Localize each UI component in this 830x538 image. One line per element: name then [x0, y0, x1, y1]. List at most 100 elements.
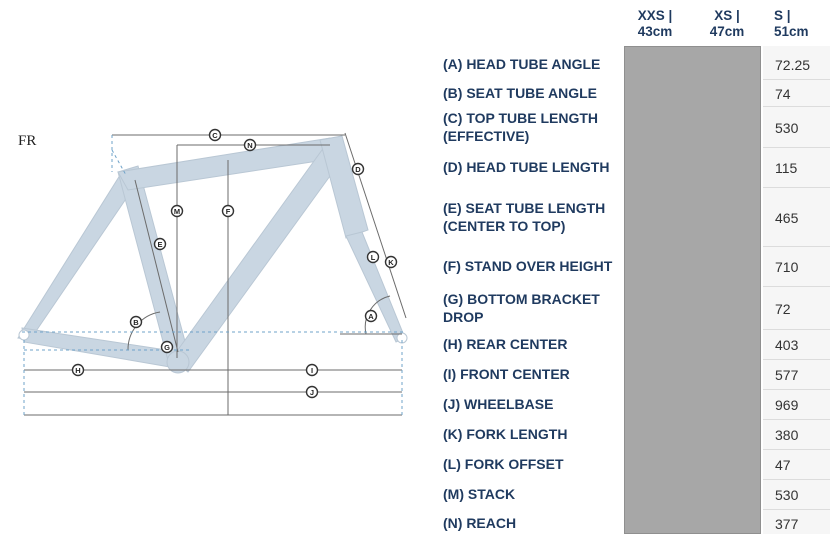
row-label: (A) HEAD TUBE ANGLE	[443, 56, 601, 72]
row-label: (B) SEAT TUBE ANGLE	[443, 84, 597, 101]
column-header-xs-cm: 47cm	[709, 24, 745, 39]
frame-drawing: A B C D E F G H I J K L M N	[17, 128, 408, 416]
row-label: (I) FRONT CENTER	[443, 366, 570, 382]
cell-size-s: 465	[775, 209, 799, 226]
marker-d: D	[351, 162, 365, 176]
row-label: (H) REAR CENTER	[443, 336, 568, 352]
row-label: (C) TOP TUBE LENGTH (EFFECTIVE)	[443, 109, 599, 144]
table-row: (A) HEAD TUBE ANGLE 72.25	[436, 50, 830, 80]
row-divider	[763, 479, 830, 480]
column-header-s: S | 51cm	[756, 8, 830, 40]
cell-size-s: 47	[775, 457, 791, 473]
row-divider	[763, 187, 830, 188]
marker-e: E	[153, 237, 167, 251]
marker-n: N	[243, 138, 257, 152]
marker-letter: H	[75, 366, 80, 375]
marker-f: F	[221, 204, 235, 218]
marker-letter: B	[133, 318, 139, 327]
marker-letter: C	[212, 131, 218, 140]
table-row: (H) REAR CENTER 403	[436, 329, 830, 360]
cell-size-s: 710	[775, 259, 799, 275]
marker-h: H	[71, 363, 85, 377]
marker-k: K	[384, 255, 398, 269]
table-row: (E) SEAT TUBE LENGTH (CENTER TO TOP) 465	[436, 187, 830, 247]
cell-size-s: 115	[775, 160, 798, 176]
row-label: (F) STAND OVER HEIGHT	[443, 258, 613, 274]
column-header-xxs: XXS | 43cm	[620, 8, 690, 40]
row-label: (K) FORK LENGTH	[443, 426, 568, 442]
cell-size-s: 530	[775, 119, 799, 136]
row-divider	[763, 389, 830, 390]
row-divider	[763, 286, 830, 287]
cell-size-s: 577	[775, 367, 799, 383]
marker-m: M	[170, 204, 184, 218]
marker-l: L	[366, 250, 380, 264]
marker-letter: E	[157, 240, 162, 249]
row-label: (G) BOTTOM BRACKET DROP	[443, 290, 600, 325]
table-row: (N) REACH 377	[436, 509, 830, 538]
cell-size-s: 969	[775, 397, 799, 413]
row-divider	[763, 509, 830, 510]
column-header-xs-size: XS |	[714, 8, 740, 23]
unavailable-sizes-block	[624, 46, 761, 534]
marker-letter: M	[174, 207, 180, 216]
marker-b: B	[129, 315, 143, 329]
marker-letter: K	[388, 258, 394, 267]
table-row: (I) FRONT CENTER 577	[436, 359, 830, 390]
dimension-markers: A B C D E F G H I J K L M N	[71, 128, 398, 399]
row-divider	[763, 329, 830, 330]
row-divider	[763, 246, 830, 247]
marker-g: G	[160, 340, 174, 354]
table-row: (F) STAND OVER HEIGHT 710	[436, 246, 830, 287]
column-header-xxs-size: XXS |	[637, 8, 673, 23]
row-divider	[763, 419, 830, 420]
row-label: (E) SEAT TUBE LENGTH (CENTER TO TOP)	[443, 199, 606, 234]
table-row: (C) TOP TUBE LENGTH (EFFECTIVE) 530	[436, 106, 830, 148]
row-divider	[763, 106, 830, 107]
column-header-xs: XS | 47cm	[692, 8, 762, 40]
table-row: (B) SEAT TUBE ANGLE 74	[436, 79, 830, 107]
marker-letter: G	[164, 343, 170, 352]
table-row: (J) WHEELBASE 969	[436, 389, 830, 420]
row-label: (M) STACK	[443, 486, 516, 502]
frame-label: FR	[18, 133, 37, 149]
row-divider	[763, 147, 830, 148]
cell-size-s: 72	[775, 300, 791, 317]
table-row: (G) BOTTOM BRACKET DROP 72	[436, 286, 830, 330]
cell-size-s: 380	[775, 427, 799, 443]
table-row: (K) FORK LENGTH 380	[436, 419, 830, 450]
column-header-s-cm: 51cm	[774, 24, 809, 39]
row-divider	[763, 359, 830, 360]
table-row: (M) STACK 530	[436, 479, 830, 510]
cell-size-s: 74	[775, 85, 791, 102]
marker-letter: D	[355, 165, 361, 174]
marker-j: J	[305, 385, 319, 399]
marker-i: I	[305, 363, 319, 377]
bike-frame	[17, 135, 408, 374]
dimension-lines	[24, 132, 407, 416]
row-label: (J) WHEELBASE	[443, 396, 554, 412]
cell-size-s: 403	[775, 337, 799, 353]
table-row: (D) HEAD TUBE LENGTH 115	[436, 147, 830, 188]
geometry-table: XXS | 43cm XS | 47cm S | 51cm (A) HEAD T…	[436, 0, 830, 538]
cell-size-s: 530	[775, 487, 799, 503]
frame-geometry-diagram: FR	[17, 128, 408, 416]
marker-letter: J	[310, 388, 314, 397]
s-column-background	[763, 46, 830, 534]
marker-c: C	[208, 128, 222, 142]
column-header-xxs-cm: 43cm	[637, 24, 673, 39]
row-label: (D) HEAD TUBE LENGTH	[443, 159, 610, 175]
cell-size-s: 377	[775, 516, 799, 532]
row-divider	[763, 449, 830, 450]
marker-letter: N	[247, 141, 252, 150]
marker-a: A	[364, 309, 378, 323]
marker-letter: F	[226, 207, 231, 216]
marker-letter: A	[368, 312, 374, 321]
marker-letter: L	[371, 253, 376, 262]
marker-letter: I	[311, 366, 313, 375]
cell-size-s: 72.25	[775, 57, 811, 73]
row-label: (N) REACH	[443, 515, 517, 531]
table-row: (L) FORK OFFSET 47	[436, 449, 830, 480]
row-divider	[763, 79, 830, 80]
row-label: (L) FORK OFFSET	[443, 456, 564, 472]
